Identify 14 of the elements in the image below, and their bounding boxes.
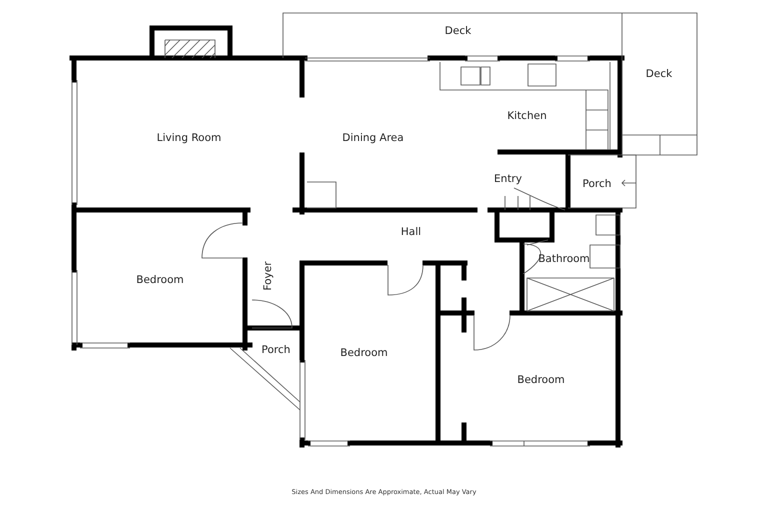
- room-label: Hall: [400, 226, 422, 238]
- room-label: Entry: [494, 174, 522, 184]
- room-label: Porch: [262, 344, 290, 356]
- room-label: Dining Area: [342, 132, 404, 144]
- room-label: Bedroom: [517, 374, 565, 386]
- room-label: Foyer: [262, 261, 274, 291]
- room-label: Kitchen: [507, 110, 547, 122]
- room-label: Living Room: [156, 132, 222, 144]
- room-label: Bedroom: [340, 348, 388, 358]
- room-label: Porch: [582, 178, 612, 190]
- room-label: Bedroom: [136, 274, 184, 286]
- room-label: Deck: [444, 26, 472, 36]
- room-label: Deck: [646, 68, 672, 80]
- room-label: Bathroom: [538, 254, 590, 264]
